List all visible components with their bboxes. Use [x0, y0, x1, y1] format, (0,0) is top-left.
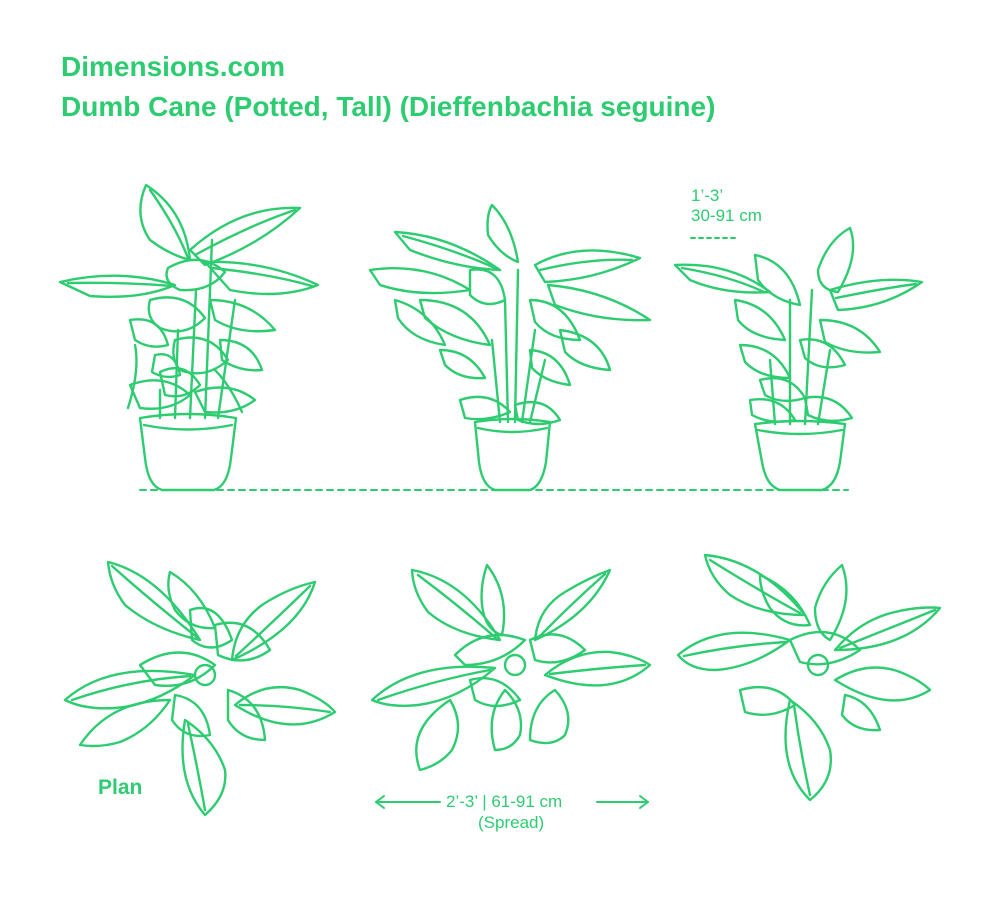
spread-dimension: [375, 795, 649, 809]
elevation-view-right: [673, 226, 924, 492]
height-cm: 30-91 cm: [691, 206, 762, 225]
plan-view-right: [676, 553, 942, 802]
site-title: Dimensions.com: [61, 51, 286, 82]
pot: [138, 412, 238, 492]
plan-view-left: [63, 560, 337, 817]
spread-caption: (Spread): [478, 813, 545, 832]
spread-value: 2’-3’ | 61-91 cm: [446, 792, 563, 811]
plan-view-center: [370, 563, 652, 772]
elevation-view-left: [58, 183, 320, 492]
plan-label: Plan: [98, 776, 143, 799]
height-feet: 1’-3’: [691, 186, 724, 205]
pot: [473, 417, 552, 492]
pot: [753, 419, 847, 492]
elevation-view-center: [368, 203, 652, 492]
plant-title: Dumb Cane (Potted, Tall) (Dieffenbachia …: [61, 91, 716, 122]
